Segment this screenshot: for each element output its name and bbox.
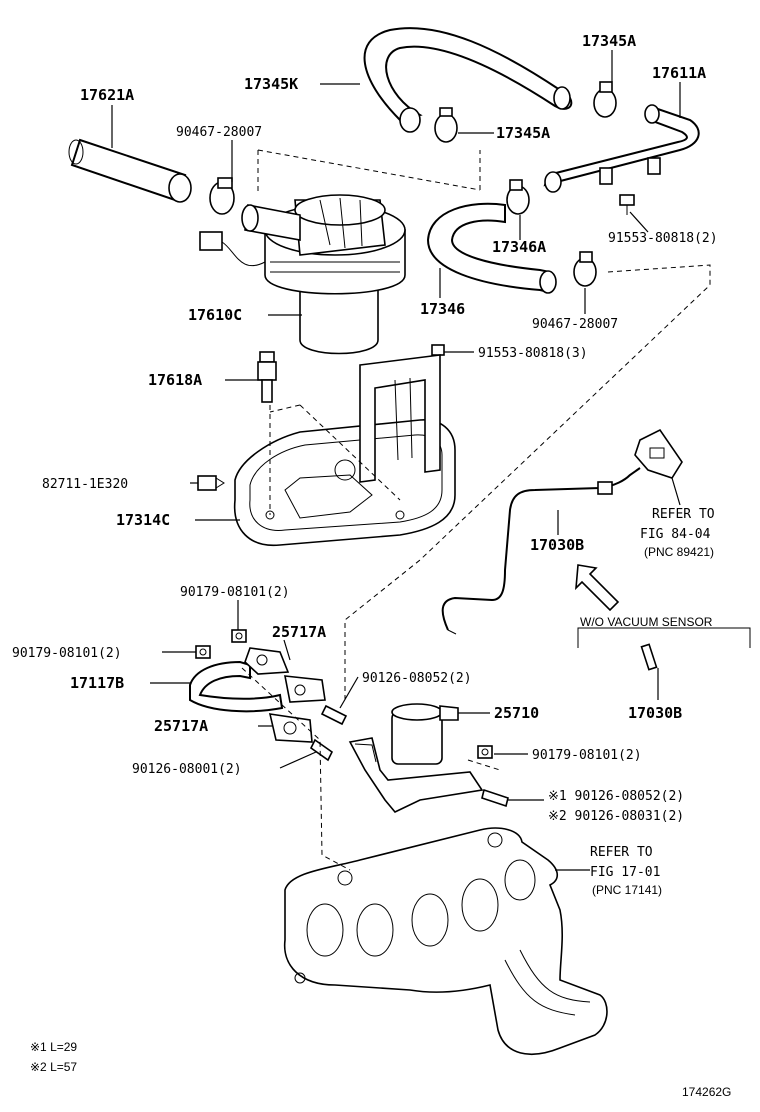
hose-17346[interactable]: [426, 202, 557, 294]
valve-25710[interactable]: [348, 703, 484, 813]
vacuum-sensor[interactable]: [634, 428, 683, 479]
clamp-17345a-top[interactable]: [593, 81, 617, 118]
bolt-91553-80818-2[interactable]: [619, 194, 635, 215]
wo-vacuum-sensor-label: W/O VACUUM SENSOR: [580, 615, 713, 629]
gasket-25717a-b[interactable]: [268, 713, 313, 743]
hose-17621a[interactable]: [68, 138, 192, 203]
label-91553-80818-3[interactable]: 91553-80818(3): [478, 346, 588, 361]
clamp-90467-bottom[interactable]: [573, 251, 597, 287]
sensor-17618a[interactable]: [257, 351, 277, 403]
pump-connector[interactable]: [199, 231, 266, 267]
labels: 17621A 90467-28007 17345K 17345A 17611A …: [12, 32, 731, 1099]
label-17621a[interactable]: 17621A: [80, 86, 134, 104]
arrow-indicator: [575, 564, 620, 612]
nut-90179-a[interactable]: [231, 629, 247, 643]
nut-90179-b[interactable]: [195, 645, 211, 659]
refer-to-fig-84-label[interactable]: REFER TO: [652, 507, 715, 522]
label-17345k[interactable]: 17345K: [244, 75, 298, 93]
label-25710[interactable]: 25710: [494, 704, 539, 722]
label-90467-28007-bottom[interactable]: 90467-28007: [532, 317, 618, 332]
label-17618a[interactable]: 17618A: [148, 371, 202, 389]
figure-code: 174262G: [682, 1085, 731, 1099]
pipe-17611a[interactable]: [543, 104, 700, 193]
gasket-25717a-a[interactable]: [244, 647, 326, 703]
note-1: ※1 L=29: [30, 1040, 77, 1054]
label-25717a-a[interactable]: 25717A: [272, 623, 326, 641]
label-91553-80818-2[interactable]: 91553-80818(2): [608, 231, 718, 246]
clamp-90467-top[interactable]: [209, 177, 235, 215]
pipe-17117b[interactable]: [189, 660, 284, 713]
refer-pnc-17141: (PNC 17141): [592, 883, 662, 897]
label-17030b-a[interactable]: 17030B: [530, 536, 584, 554]
label-17611a[interactable]: 17611A: [652, 64, 706, 82]
air-pump-17610c[interactable]: [241, 194, 406, 355]
label-17345a-top[interactable]: 17345A: [582, 32, 636, 50]
refer-fig-17-01[interactable]: FIG 17-01: [590, 865, 660, 880]
clamp-17345a-mid[interactable]: [434, 107, 458, 143]
refer-fig-84-04[interactable]: FIG 84-04: [640, 527, 711, 542]
label-90126-08052-b[interactable]: ※1 90126-08052(2): [548, 789, 684, 804]
label-25717a-b[interactable]: 25717A: [154, 717, 208, 735]
label-90179-08101-a[interactable]: 90179-08101(2): [180, 585, 290, 600]
label-17030b-b[interactable]: 17030B: [628, 704, 682, 722]
label-90126-08052-a[interactable]: 90126-08052(2): [362, 671, 472, 686]
refer-to-fig-17-label[interactable]: REFER TO: [590, 845, 653, 860]
label-82711-1e320[interactable]: 82711-1E320: [42, 477, 128, 492]
label-17610c[interactable]: 17610C: [188, 306, 242, 324]
label-17345a-mid[interactable]: 17345A: [496, 124, 550, 142]
label-17346[interactable]: 17346: [420, 300, 465, 318]
alignment-lines: [241, 149, 711, 871]
label-90467-28007-top[interactable]: 90467-28007: [176, 125, 262, 140]
wo-vacuum-sensor-frame: [577, 627, 751, 648]
label-90126-08031[interactable]: ※2 90126-08031(2): [548, 809, 684, 824]
vacuum-hose-17030b[interactable]: [441, 467, 641, 635]
exhaust-manifold[interactable]: [283, 827, 608, 1055]
label-90126-08001[interactable]: 90126-08001(2): [132, 762, 242, 777]
label-17117b[interactable]: 17117B: [70, 674, 124, 692]
vacuum-hose-17030b-alt[interactable]: [640, 643, 658, 671]
clip-82711-1e320[interactable]: [197, 475, 225, 491]
nut-90179-c[interactable]: [477, 745, 493, 759]
bracket-17314c[interactable]: [233, 354, 456, 547]
stud-90126-08052-a[interactable]: [320, 704, 348, 726]
note-2: ※2 L=57: [30, 1060, 77, 1074]
label-90179-08101-b[interactable]: 90179-08101(2): [12, 646, 122, 661]
clamp-17346a[interactable]: [506, 179, 530, 215]
label-17314c[interactable]: 17314C: [116, 511, 170, 529]
hose-17345k[interactable]: [363, 27, 573, 133]
stud-90126-08052-b[interactable]: [481, 788, 509, 808]
leader-lines: [111, 50, 681, 871]
label-17346a[interactable]: 17346A: [492, 238, 546, 256]
label-90179-08101-c[interactable]: 90179-08101(2): [532, 748, 642, 763]
refer-pnc-89421: (PNC 89421): [644, 545, 714, 559]
stud-90126-08001[interactable]: [309, 738, 334, 762]
